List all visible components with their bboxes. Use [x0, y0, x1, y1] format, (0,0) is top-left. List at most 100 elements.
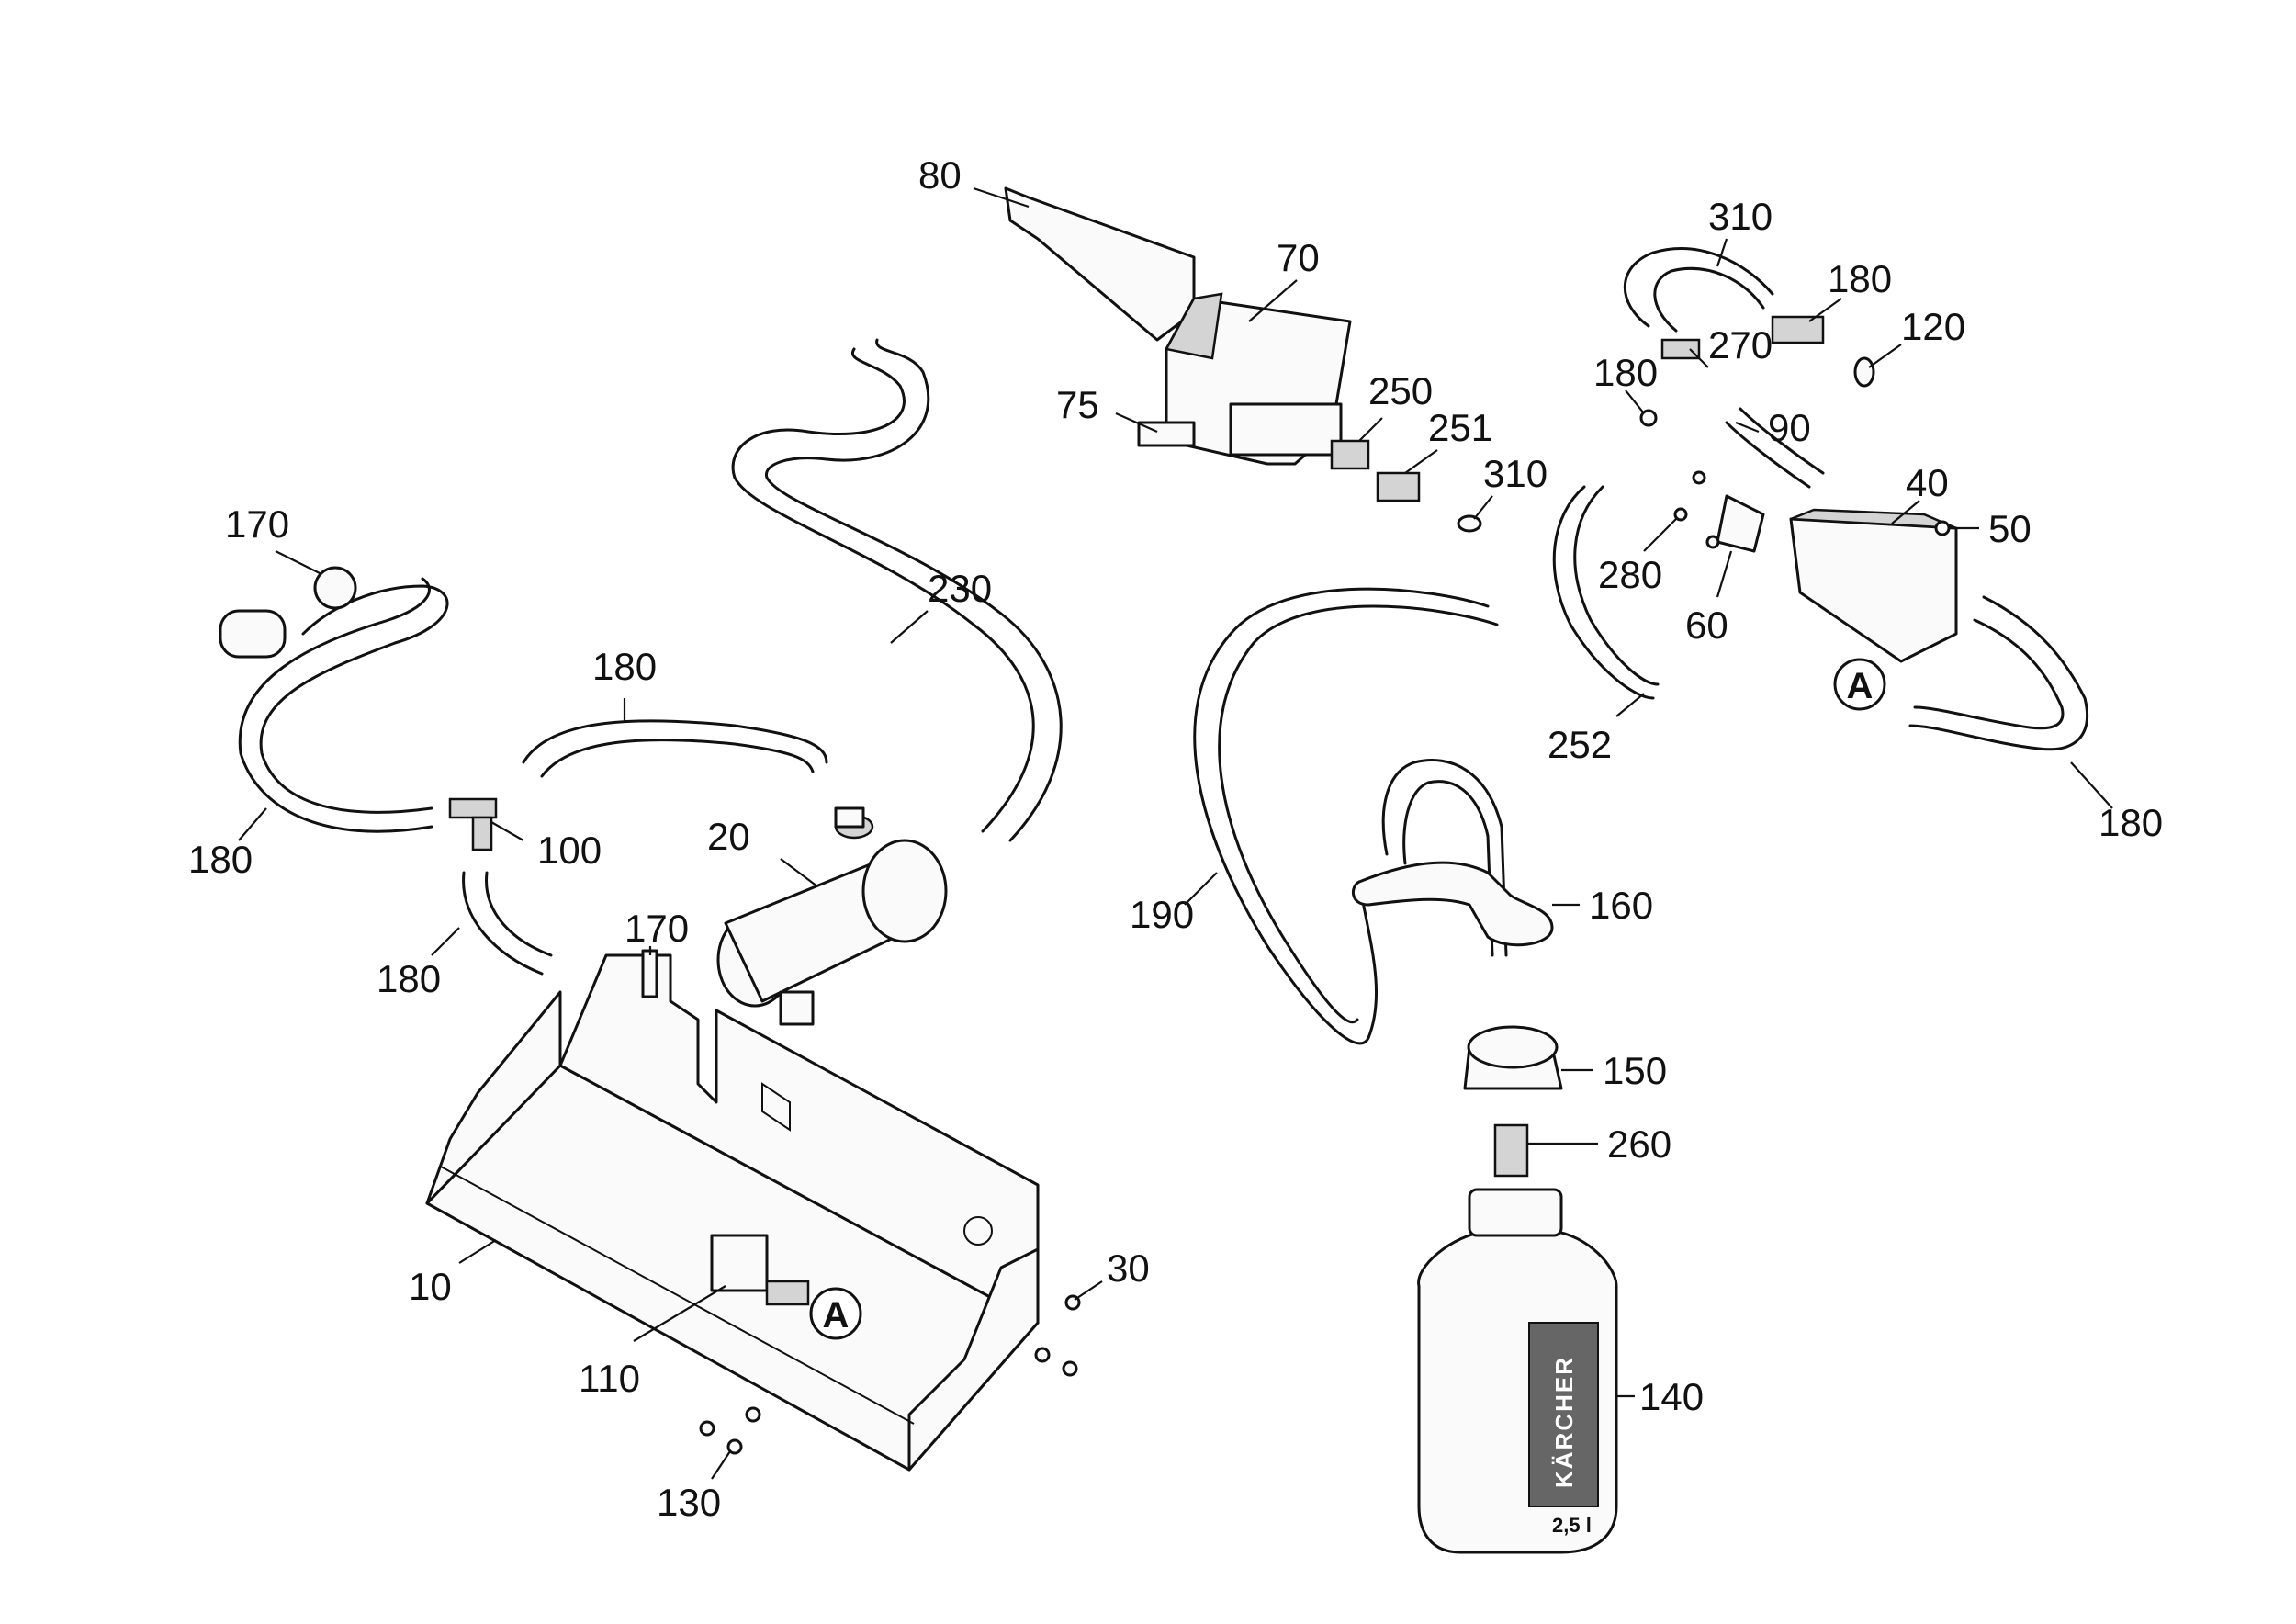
callout-60: 60 — [1685, 603, 1728, 647]
hose-252-outer — [1552, 485, 1655, 700]
lead-20 — [780, 858, 818, 887]
cover-80 — [1004, 186, 1196, 342]
lead-180b — [1735, 421, 1760, 434]
lead-180e — [238, 807, 267, 841]
lead-310a — [1473, 495, 1493, 520]
hose-180-down-outer — [462, 871, 544, 976]
bottle-neck — [1468, 1188, 1563, 1237]
pump-20 — [716, 806, 948, 1026]
hoses — [238, 247, 2089, 1045]
callout-130: 130 — [657, 1481, 721, 1524]
callout-310b: 180 — [1593, 351, 1658, 394]
bottle-brand: KÄRCHER — [1550, 1356, 1578, 1488]
callout-10: 10 — [409, 1265, 452, 1308]
right-assembly — [1673, 470, 1958, 663]
bracket-cutout — [761, 1082, 791, 1132]
callout-100: 100 — [537, 829, 602, 872]
nut-50 — [1934, 520, 1951, 536]
hose-180-mid-outer — [522, 719, 828, 764]
tank-40 — [1789, 517, 1958, 663]
lead-130 — [711, 1450, 731, 1480]
screw-130-b — [745, 1406, 761, 1423]
lead-70 — [1248, 279, 1298, 322]
callout-40: 40 — [1906, 461, 1949, 504]
callout-190: 190 — [1130, 893, 1194, 936]
callout-160: 160 — [1589, 884, 1653, 927]
callout-170b: 170 — [625, 907, 689, 950]
connection-markers: A A — [809, 658, 1886, 1340]
marker-a-lower: A — [823, 1295, 850, 1336]
callout-140: 140 — [1639, 1375, 1704, 1418]
lead-252 — [1615, 693, 1645, 717]
tank-40-top — [1790, 508, 1957, 530]
filter-260 — [1493, 1123, 1529, 1178]
callout-80: 80 — [918, 153, 962, 197]
bottle-volume: 2,5 l — [1552, 1514, 1592, 1537]
lead-100 — [490, 821, 524, 841]
screw-280-a — [1692, 470, 1706, 485]
leader-lines — [238, 186, 2113, 1480]
bottle-label-band — [1528, 1322, 1599, 1507]
screws — [699, 1294, 1081, 1455]
callout-150: 150 — [1603, 1049, 1667, 1092]
callout-170a: 170 — [225, 502, 289, 546]
bracket-slot — [641, 949, 658, 998]
upper-assembly — [1004, 186, 1482, 533]
housing-70-motor — [1229, 402, 1343, 457]
clip-60 — [1716, 494, 1765, 553]
lead-75 — [1115, 412, 1158, 434]
housing-70-side — [1165, 292, 1223, 360]
fitting-170-left — [219, 566, 357, 659]
screw-130-c — [726, 1438, 743, 1455]
callout-30: 30 — [1107, 1246, 1150, 1290]
hose-160-inner — [1402, 780, 1494, 957]
hose-160-outer — [1381, 759, 1508, 957]
lead-60 — [1716, 550, 1733, 598]
lead-270 — [1868, 344, 1902, 368]
oring-270 — [1853, 356, 1875, 388]
hose-230-outer — [731, 347, 1035, 833]
marker-a-upper-ring — [1833, 658, 1886, 711]
hose-180-mid-inner — [540, 739, 815, 778]
hose-180-down-inner — [485, 871, 553, 957]
callout-180d: 180 — [592, 645, 657, 688]
hose-190-outer — [1193, 587, 1490, 1045]
fitting-170-ring — [313, 566, 357, 610]
lead-230 — [890, 610, 929, 644]
callout-230: 230 — [928, 567, 992, 610]
lead-310b — [1625, 389, 1645, 414]
hose-180-left-outer — [259, 584, 449, 814]
lead-10 — [458, 1239, 497, 1264]
hose-180-right-outer — [1725, 421, 1811, 489]
fitting-170-body — [219, 609, 287, 659]
callout-280: 280 — [1598, 553, 1662, 596]
bracket-hole — [963, 1216, 993, 1246]
pump-label — [779, 990, 815, 1026]
lead-190 — [1184, 872, 1218, 906]
callout-110: 110 — [579, 1357, 640, 1400]
callout-20: 20 — [707, 815, 750, 858]
hose-180-left-inner — [238, 577, 433, 833]
bracket-left-side — [425, 990, 562, 1205]
screw-280-c — [1705, 535, 1720, 549]
callout-252: 252 — [1548, 723, 1612, 766]
fitting-75 — [1137, 421, 1196, 447]
callout-50: 50 — [1988, 507, 2032, 550]
oring-310-right — [1639, 409, 1658, 427]
bottle-assembly: KÄRCHER 2,5 l — [1351, 861, 1618, 1554]
lead-250 — [1358, 417, 1383, 442]
hose-230-inner — [765, 338, 1063, 842]
valve-outlet — [765, 1280, 810, 1306]
callout-70: 70 — [1277, 236, 1320, 279]
valve-110 — [710, 1234, 810, 1306]
screw-280-b — [1673, 507, 1688, 522]
connector-100 — [448, 797, 498, 851]
valve-body — [710, 1234, 769, 1292]
pump-head — [861, 839, 948, 943]
bracket-right-flange — [907, 1247, 1040, 1472]
marker-a-lower-ring — [809, 1287, 862, 1340]
lead-251 — [1404, 449, 1438, 474]
lead-180a — [1716, 238, 1728, 267]
fitting-90 — [1660, 338, 1701, 360]
